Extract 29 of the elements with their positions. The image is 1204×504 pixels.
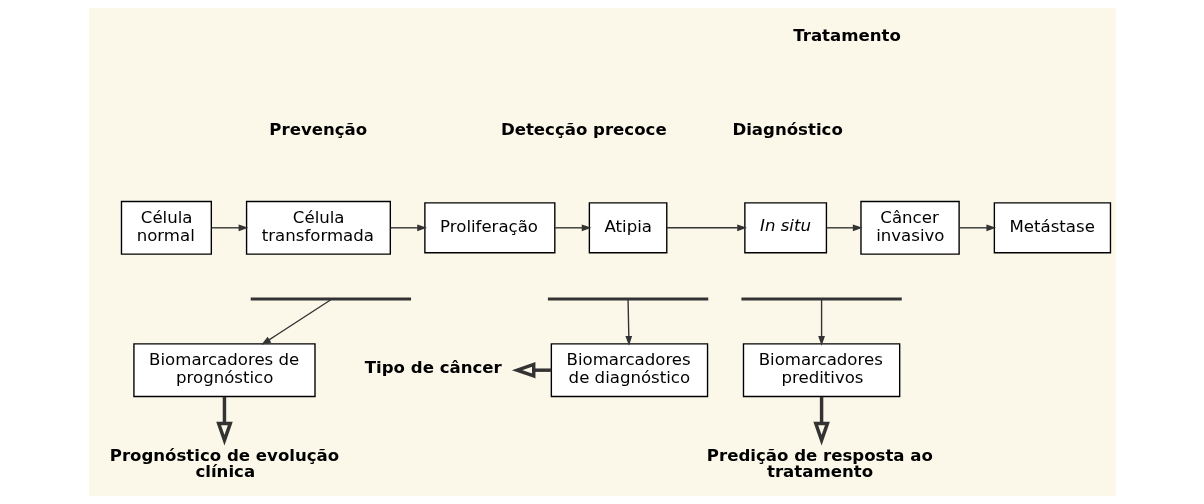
arrow: [665, 224, 747, 232]
arrow: [817, 299, 825, 346]
node-text: Prognóstico de evolução clínica: [109, 445, 339, 482]
arrow: [825, 224, 862, 232]
node-box: Biomarcadores de prognóstico: [132, 343, 316, 398]
node-box: Célula normal: [120, 200, 212, 255]
node-box: Metástase: [993, 202, 1111, 254]
node-box: Célula transformada: [245, 200, 391, 255]
arrow: [389, 224, 427, 232]
arrow: [554, 224, 591, 232]
arrow: [215, 396, 233, 446]
label: Detecção precoce: [500, 120, 667, 140]
node-box: In situ: [743, 202, 827, 254]
arrow: [958, 224, 996, 232]
arrow: [511, 361, 551, 379]
node-box: Biomarcadores preditivos: [742, 343, 900, 398]
arrow: [624, 299, 632, 346]
arrow: [210, 224, 248, 232]
node-box: Proliferação: [423, 202, 555, 254]
node-box: Biomarcadores de diagnóstico: [550, 343, 708, 398]
label: Tratamento: [792, 26, 901, 46]
arrow: [812, 396, 830, 446]
node-box: Câncer invasivo: [859, 200, 960, 255]
arrow: [260, 299, 331, 345]
node-text: Predição de resposta ao tratamento: [706, 445, 933, 482]
label: Diagnóstico: [731, 120, 843, 140]
label: Prevenção: [268, 120, 367, 140]
node-box: Atipia: [588, 202, 667, 254]
node-text: Tipo de câncer: [364, 358, 502, 378]
